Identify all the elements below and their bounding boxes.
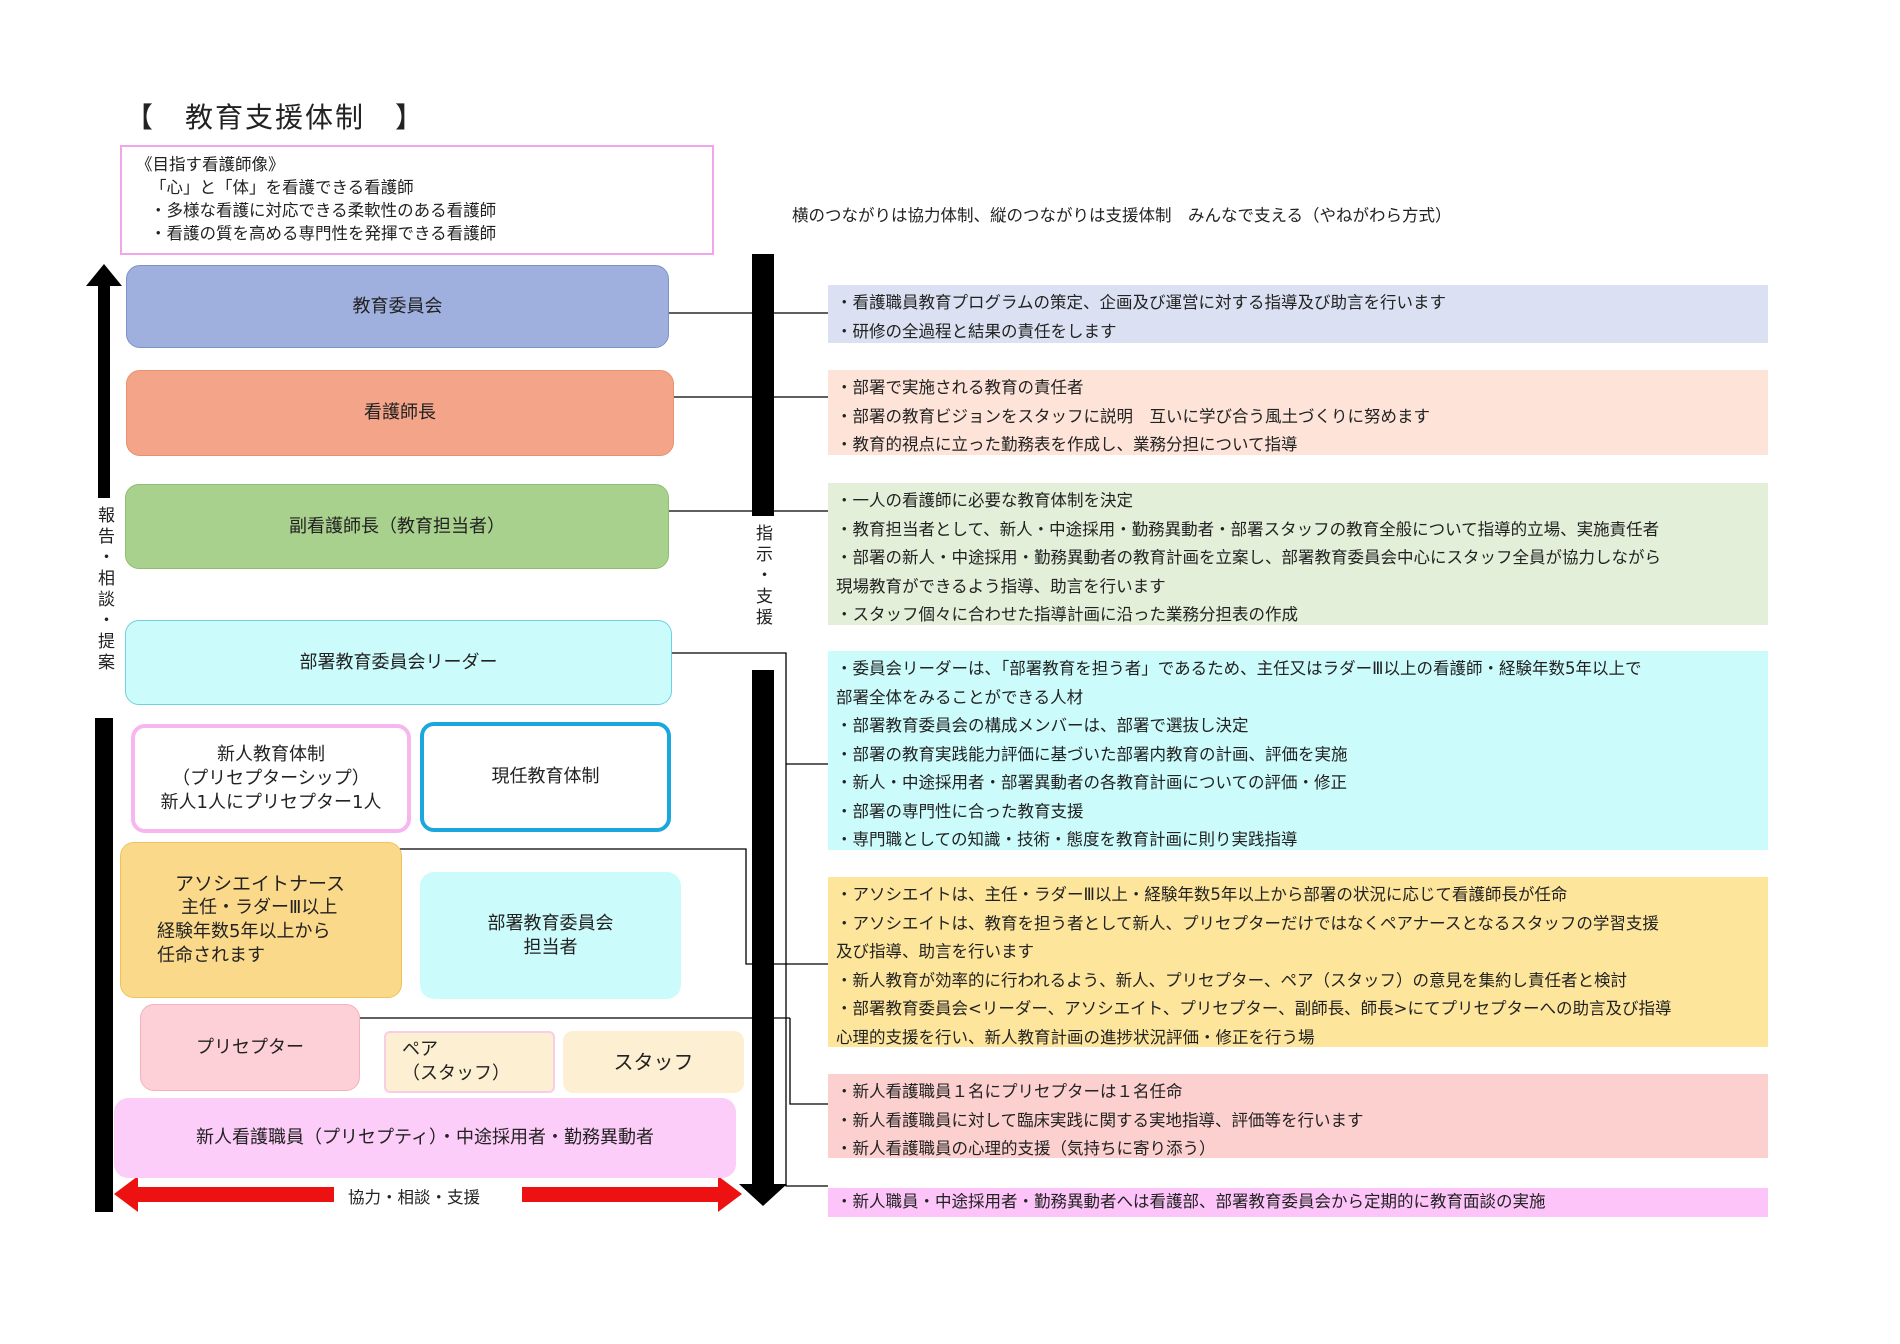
desc-line: ・新人・中途採用者・部署異動者の各教育計画についての評価・修正 xyxy=(836,773,1348,792)
associate-box: アソシエイトナース 主任・ラダーⅢ以上 経験年数5年以上から 任命されます xyxy=(120,842,402,998)
motto-text: 横のつながりは協力体制、縦のつながりは支援体制 みんなで支える（やねがわら方式） xyxy=(792,206,1452,225)
associate-line: 主任・ラダーⅢ以上 xyxy=(181,897,338,918)
down-arrow-head xyxy=(739,1184,787,1206)
head-nurse-label: 看護師長 xyxy=(364,402,436,423)
desc-line: ・部署の新人・中途採用・勤務異動者の教育計画を立案し、部署教育委員会中心にスタッ… xyxy=(836,548,1661,567)
preceptor-label: プリセプター xyxy=(196,1036,304,1058)
goal-line: ・多様な看護に対応できる柔軟性のある看護師 xyxy=(150,201,497,220)
center-bar-lower xyxy=(752,670,774,1190)
desc-line: ・新人看護職員に対して臨床実践に関する実地指導、評価等を行います xyxy=(836,1110,1364,1130)
goal-box: 《目指す看護師像》 「心」と「体」を看護できる看護師 ・多様な看護に対応できる柔… xyxy=(120,145,714,255)
desc-line: ・教育的視点に立った勤務表を作成し、業務分担について指導 xyxy=(836,435,1298,454)
desc-line: ・アソシエイトは、教育を担う者として新人、プリセプターだけではなくペアナースとな… xyxy=(836,913,1659,933)
red-arrow-right-shaft xyxy=(522,1187,718,1202)
newcomer-system-line: 新人1人にプリセプター1人 xyxy=(160,791,382,813)
head-nurse-box: 看護師長 xyxy=(126,370,674,456)
desc-line: ・アソシエイトは、主任・ラダーⅢ以上・経験年数5年以上から部署の状況に応じて看護… xyxy=(836,885,1568,904)
dept-member-box: 部署教育委員会 担当者 xyxy=(420,872,681,999)
desc-line: ・部署で実施される教育の責任者 xyxy=(836,378,1084,397)
desc-associate: ・アソシエイトは、主任・ラダーⅢ以上・経験年数5年以上から部署の状況に応じて看護… xyxy=(828,877,1768,1047)
preceptor-box: プリセプター xyxy=(140,1004,360,1091)
associate-title: アソシエイトナース xyxy=(175,873,346,895)
newcomers-box: 新人看護職員（プリセプティ）・中途採用者・勤務異動者 xyxy=(114,1098,736,1178)
desc-line: ・一人の看護師に必要な教育体制を決定 xyxy=(836,491,1133,510)
desc-head-nurse: ・部署で実施される教育の責任者 ・部署の教育ビジョンをスタッフに説明 互いに学び… xyxy=(828,370,1768,455)
leader-box: 部署教育委員会リーダー xyxy=(125,620,672,705)
newcomer-system-box: 新人教育体制 （プリセプターシップ） 新人1人にプリセプター1人 xyxy=(131,724,411,833)
page-title: 【 教育支援体制 】 xyxy=(125,101,426,134)
desc-line: ・教育担当者として、新人・中途採用・勤務異動者・部署スタッフの教育全般について指… xyxy=(836,519,1660,539)
connector-associate xyxy=(398,848,828,965)
desc-line: ・新人職員・中途採用者・勤務異動者へは看護部、部署教育委員会から定期的に教育面談… xyxy=(836,1192,1546,1211)
dept-member-line: 部署教育委員会 xyxy=(487,912,614,934)
bottom-arrow-label: 協力・相談・支援 xyxy=(348,1188,480,1207)
up-arrow-head xyxy=(86,264,122,286)
desc-newcomers: ・新人職員・中途採用者・勤務異動者へは看護部、部署教育委員会から定期的に教育面談… xyxy=(828,1188,1768,1217)
desc-line: ・部署の専門性に合った教育支援 xyxy=(836,801,1084,821)
newcomer-system-line: （プリセプターシップ） xyxy=(172,767,370,789)
newcomer-system-line: 新人教育体制 xyxy=(217,743,325,765)
deputy-label: 副看護師長（教育担当者） xyxy=(289,515,505,537)
goal-heading: 《目指す看護師像》 xyxy=(136,155,285,174)
red-arrow-left-shaft xyxy=(138,1187,334,1202)
desc-line: ・専門職としての知識・技術・態度を教育計画に則り実践指導 xyxy=(836,830,1298,849)
desc-line: ・新人看護職員１名にプリセプターは１名任命 xyxy=(836,1082,1183,1101)
desc-line: ・新人看護職員の心理的支援（気持ちに寄り添う） xyxy=(836,1139,1216,1158)
pair-line: （スタッフ） xyxy=(402,1063,510,1084)
committee-box: 教育委員会 xyxy=(126,265,669,348)
staff-box: スタッフ xyxy=(563,1031,744,1093)
current-system-label: 現任教育体制 xyxy=(491,766,600,787)
desc-line: ・スタッフ個々に合わせた指導計画に沿った業務分担表の作成 xyxy=(836,605,1298,624)
desc-line: ・新人教育が効率的に行われるよう、新人、プリセプター、ペア（スタッフ）の意見を集… xyxy=(836,970,1628,990)
red-arrow-left-head xyxy=(114,1176,138,1212)
desc-line: ・部署の教育ビジョンをスタッフに説明 互いに学び合う風土づくりに努めます xyxy=(836,406,1430,426)
desc-line: ・研修の全過程と結果の責任をします xyxy=(836,321,1117,341)
desc-line: 及び指導、助言を行います xyxy=(836,942,1034,961)
desc-line: ・看護職員教育プログラムの策定、企画及び運営に対する指導及び助言を行います xyxy=(836,293,1447,312)
associate-line: 任命されます xyxy=(157,945,265,966)
left-bar-upper xyxy=(98,282,110,498)
desc-leader: ・委員会リーダーは、「部署教育を担う者」であるため、主任又はラダーⅢ以上の看護師… xyxy=(828,651,1768,850)
committee-label: 教育委員会 xyxy=(352,295,443,317)
desc-line: 部署全体をみることができる人材 xyxy=(836,687,1084,707)
red-arrow-right-head xyxy=(718,1176,742,1212)
desc-preceptor: ・新人看護職員１名にプリセプターは１名任命 ・新人看護職員に対して臨床実践に関す… xyxy=(828,1074,1768,1158)
desc-committee: ・看護職員教育プログラムの策定、企画及び運営に対する指導及び助言を行います ・研… xyxy=(828,285,1768,343)
current-system-box: 現任教育体制 xyxy=(420,722,671,832)
desc-line: ・部署教育委員会の構成メンバーは、部署で選抜し決定 xyxy=(836,716,1249,735)
desc-line: 現場教育ができるよう指導、助言を行います xyxy=(836,576,1166,596)
connector-preceptor-desc xyxy=(789,1018,828,1105)
center-bar-upper xyxy=(752,254,774,516)
desc-line: ・部署教育委員会<リーダー、アソシエイト、プリセプター、副師長、師長>にてプリセ… xyxy=(836,999,1672,1018)
pair-line: ペア xyxy=(402,1039,438,1060)
desc-line: 心理的支援を行い、新人教育計画の進捗状況評価・修正を行う場 xyxy=(836,1027,1315,1047)
desc-deputy: ・一人の看護師に必要な教育体制を決定 ・教育担当者として、新人・中途採用・勤務異… xyxy=(828,483,1768,625)
center-vertical-label: 指示・支援 xyxy=(752,524,772,629)
desc-line: ・委員会リーダーは、「部署教育を担う者」であるため、主任又はラダーⅢ以上の看護師… xyxy=(836,659,1642,678)
goal-line: ・看護の質を高める専門性を発揮できる看護師 xyxy=(150,224,497,243)
dept-member-line: 担当者 xyxy=(523,936,578,958)
associate-line: 経験年数5年以上から xyxy=(157,921,331,942)
goal-line: 「心」と「体」を看護できる看護師 xyxy=(150,178,414,197)
left-bar-lower xyxy=(95,718,113,1212)
staff-label: スタッフ xyxy=(613,1050,694,1074)
connector-leader xyxy=(672,652,828,1187)
leader-label: 部署教育委員会リーダー xyxy=(299,651,498,673)
newcomers-label: 新人看護職員（プリセプティ）・中途採用者・勤務異動者 xyxy=(196,1127,654,1148)
deputy-box: 副看護師長（教育担当者） xyxy=(125,484,669,569)
desc-line: ・部署の教育実践能力評価に基づいた部署内教育の計画、評価を実施 xyxy=(836,744,1348,764)
left-vertical-label: 報告・相談・提案 xyxy=(94,506,114,674)
pair-box: ペア （スタッフ） xyxy=(384,1031,555,1093)
